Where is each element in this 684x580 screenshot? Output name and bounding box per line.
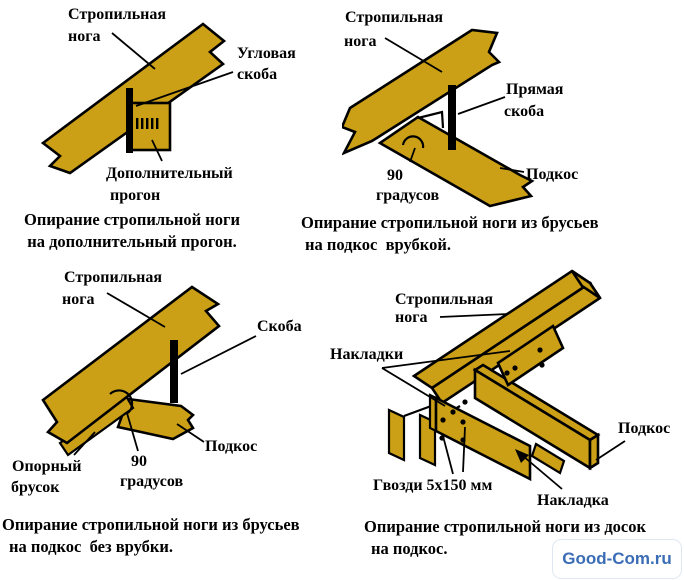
label-rafter-line2: нога: [344, 33, 376, 50]
caption-diagram1-line1: Опирание стропильной ноги: [24, 210, 240, 229]
caption-diagram1-line2: на дополнительный прогон.: [27, 232, 237, 251]
notch-cut: [417, 110, 445, 129]
diagram-plank-rafter-on-strut: Стропильная нога Накладки Подкос Гвозди …: [330, 269, 670, 509]
label-rafter-line2: нога: [68, 28, 100, 45]
strut-beam-3d: [472, 363, 601, 475]
lower-plate: [428, 393, 532, 482]
pointer-lines: [73, 292, 257, 456]
label-bracket: Скоба: [257, 318, 302, 335]
pointer-lines: [381, 313, 626, 490]
diagram-rafter-on-strut-notched: Стропильная нога Прямая скоба Подкос 90 …: [342, 9, 578, 208]
label-corner-bracket-line2: скоба: [237, 66, 277, 83]
label-plates: Накладки: [330, 346, 403, 363]
label-rafter-line2: нога: [62, 291, 94, 308]
diagram-rafter-on-strut-no-notch: Стропильная нога Скоба Подкос 90 градусо…: [11, 269, 302, 496]
label-straight-bracket-line2: скоба: [504, 103, 544, 120]
strut-beam: [377, 115, 535, 208]
upper-plate: [496, 324, 565, 387]
caption-diagram2-line1: Опирание стропильной ноги из брусьев: [301, 213, 599, 232]
label-angle-line2: градусов: [376, 187, 439, 204]
label-purlin-line2: прогон: [110, 187, 160, 204]
angle-arc: [109, 389, 134, 414]
label-rafter-line1: Стропильная: [345, 9, 443, 26]
pointer-lines: [384, 37, 525, 173]
label-straight-bracket-line1: Прямая: [506, 81, 564, 98]
caption-diagram3-line2: на подкос без врубки.: [9, 537, 174, 556]
caption-diagram4-line2: на подкос.: [371, 539, 448, 558]
strut-beam: [116, 397, 195, 441]
caption-diagram3-line1: Опирание стропильной ноги из брусьев: [2, 515, 300, 534]
caption-diagram4: Опирание стропильной ноги из досок на по…: [364, 516, 646, 560]
rafter-beam: [41, 285, 221, 445]
goodcom-watermark-text: Good-Com.ru: [562, 549, 672, 568]
rafter-beam: [40, 22, 227, 175]
label-strut: Подкос: [526, 166, 578, 183]
label-angle-line1: 90: [131, 453, 147, 470]
label-purlin-line1: Дополнительный: [106, 165, 233, 182]
caption-diagram2-line2: на подкос врубкой.: [305, 235, 451, 254]
label-support-bar-line2: брусок: [11, 479, 60, 496]
caption-diagram4-line1: Опирание стропильной ноги из досок: [364, 517, 646, 536]
label-strut: Подкос: [618, 420, 670, 437]
label-corner-bracket-line1: Угловая: [237, 45, 296, 62]
straight-bracket: [448, 85, 456, 150]
label-strut: Подкос: [205, 438, 257, 455]
caption-diagram1: Опирание стропильной ноги на дополнитель…: [4, 209, 260, 253]
rafter-beam: [342, 28, 502, 156]
pointer-lines: [111, 32, 234, 162]
label-angle-line2: градусов: [120, 473, 183, 490]
label-rafter-line1: Стропильная: [395, 291, 493, 308]
bracket: [170, 340, 178, 403]
caption-diagram3: Опирание стропильной ноги из брусьев на …: [2, 514, 300, 558]
goodcom-watermark-link[interactable]: Good-Com.ru: [552, 539, 682, 579]
label-rafter-line2: нога: [395, 309, 427, 326]
angle-arc: [401, 135, 425, 149]
label-plate: Накладка: [537, 492, 609, 509]
corner-bracket: [126, 88, 159, 153]
caption-diagram2: Опирание стропильной ноги из брусьев на …: [301, 212, 599, 256]
label-support-bar-line1: Опорный: [12, 458, 82, 475]
label-rafter-line1: Стропильная: [64, 269, 162, 286]
label-rafter-line1: Стропильная: [68, 6, 166, 23]
label-nails: Гвозди 5х150 мм: [373, 477, 492, 494]
diagram-rafter-on-purlin: Стропильная нога Угловая скоба Дополните…: [40, 6, 296, 204]
label-angle-line1: 90: [387, 167, 403, 184]
